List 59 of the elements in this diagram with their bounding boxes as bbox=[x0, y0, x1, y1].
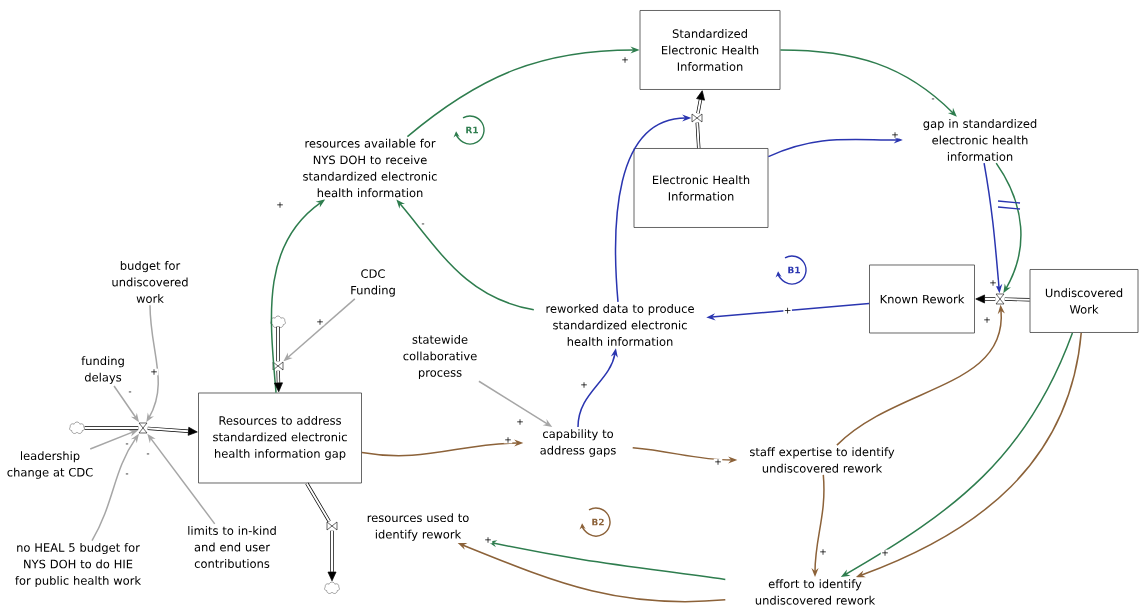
polarity-sign: - bbox=[930, 98, 936, 102]
flow-pipe bbox=[305, 482, 331, 523]
variable-label: staff expertise to identify undiscovered rework bbox=[750, 447, 895, 473]
variable-label: budget for undiscovered work bbox=[112, 261, 188, 303]
flow-pipe bbox=[274, 369, 283, 393]
polarity-sign: + bbox=[982, 316, 992, 324]
variable-label: resources used to identify rework bbox=[367, 513, 469, 541]
valve-symbol bbox=[691, 113, 703, 123]
cloud-symbol bbox=[270, 315, 286, 328]
polarity-sign: + bbox=[483, 536, 493, 544]
flow-pipe bbox=[696, 90, 705, 115]
polarity-sign: - bbox=[420, 223, 426, 227]
variable-label: no HEAL 5 budget for NYS DOH to do HIE for public health work bbox=[15, 542, 142, 588]
flow-pipe bbox=[276, 325, 280, 363]
variable-label: capability to address gaps bbox=[540, 429, 616, 457]
variable-label: funding delays bbox=[81, 356, 124, 384]
polarity-sign: + bbox=[149, 368, 159, 376]
polarity-sign: + bbox=[275, 201, 285, 209]
valve-symbol bbox=[138, 422, 148, 434]
valve-symbol bbox=[326, 521, 338, 531]
stock-box: Resources to address standardized electronic health information gap bbox=[198, 392, 362, 484]
flow-pipe bbox=[83, 426, 140, 430]
polarity-sign: + bbox=[880, 549, 890, 557]
stock-box: Standardized Electronic Health Information bbox=[639, 10, 781, 90]
variable-label: CDC Funding bbox=[351, 269, 395, 297]
polarity-sign: + bbox=[503, 436, 513, 444]
variable-label: limits to in-kind and end user contributions bbox=[188, 526, 276, 568]
variable-label: resources available for NYS DOH to receive standardized electronic health information bbox=[303, 138, 437, 198]
flow-pipe bbox=[695, 121, 701, 150]
variable-label: effort to identify undiscovered rework bbox=[755, 579, 876, 605]
stock-box: Undiscovered Work bbox=[1029, 269, 1139, 333]
stock-box: Known Rework bbox=[869, 264, 975, 334]
polarity-sign: + bbox=[713, 458, 723, 466]
stock-box: Electronic Health Information bbox=[633, 148, 769, 228]
valve-symbol bbox=[995, 293, 1005, 305]
cloud-symbol bbox=[324, 581, 340, 594]
variable-label: gap in standardized electronic health information bbox=[923, 119, 1037, 161]
flow-pipe bbox=[327, 529, 337, 582]
flow-pipe bbox=[975, 294, 997, 304]
polarity-sign: + bbox=[988, 279, 998, 287]
flow-pipe bbox=[146, 426, 198, 436]
polarity-sign: + bbox=[620, 56, 630, 64]
polarity-sign: - bbox=[145, 453, 151, 457]
polarity-sign: - bbox=[124, 473, 130, 477]
polarity-sign: - bbox=[124, 443, 130, 447]
valve-symbol bbox=[272, 361, 284, 371]
polarity-sign: + bbox=[515, 418, 525, 426]
variable-label: leadership change at CDC bbox=[7, 451, 93, 479]
flow-pipe bbox=[1003, 297, 1031, 302]
polarity-sign: + bbox=[818, 548, 828, 556]
polarity-sign: + bbox=[579, 381, 589, 389]
polarity-sign: + bbox=[783, 307, 792, 314]
variable-label: statewide collaborative process bbox=[403, 334, 477, 380]
cloud-symbol bbox=[69, 421, 85, 434]
polarity-sign: - bbox=[127, 391, 133, 395]
polarity-sign: + bbox=[890, 131, 900, 139]
arrow bbox=[779, 49, 957, 117]
polarity-sign: + bbox=[315, 318, 325, 326]
variable-label: reworked data to produce standardized electronic health information bbox=[546, 304, 694, 346]
